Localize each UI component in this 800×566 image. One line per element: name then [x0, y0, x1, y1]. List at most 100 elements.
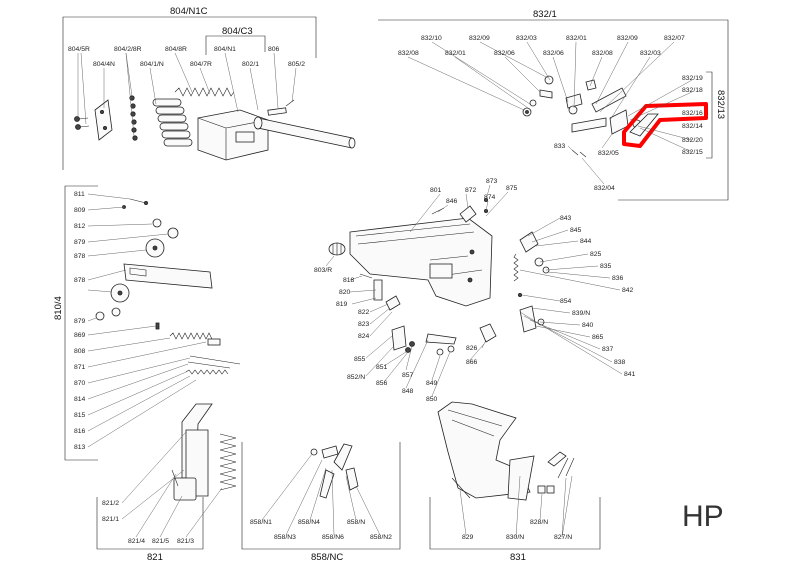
label-832-20: 832/20 [682, 137, 703, 144]
label-821-2: 821/2 [102, 500, 119, 507]
barrel-tube-802-1 [253, 116, 356, 149]
label-816: 816 [74, 428, 86, 435]
label-840: 840 [582, 322, 594, 329]
label-878-b: 878 [74, 277, 86, 284]
label-821-1: 821/1 [102, 516, 119, 523]
label-846: 846 [446, 198, 458, 205]
group-brackets: 804/N1C 804/C3 832/1 832/13 810/4 821 85… [53, 6, 729, 563]
label-803-r: 803/R [314, 267, 332, 274]
label-878-a: 878 [74, 253, 86, 260]
label-826: 826 [466, 345, 478, 352]
label-851: 851 [376, 364, 388, 371]
label-852-n: 852/N [347, 374, 365, 381]
label-829: 829 [462, 534, 474, 541]
label-875: 875 [506, 185, 518, 192]
cylinder-stack-804-1-n [152, 98, 193, 147]
highlighted-part-832-16 [622, 102, 708, 148]
label-812: 812 [74, 223, 86, 230]
group-label-804-n1c: 804/N1C [170, 6, 208, 17]
label-854: 854 [560, 298, 572, 305]
label-825: 825 [590, 251, 602, 258]
label-801: 801 [430, 187, 442, 194]
label-843: 843 [560, 215, 572, 222]
label-832-08-b: 832/08 [592, 50, 613, 57]
group-label-831: 831 [510, 552, 526, 563]
label-815: 815 [74, 412, 86, 419]
label-869: 869 [74, 332, 86, 339]
label-844: 844 [580, 238, 592, 245]
label-802-1: 802/1 [242, 61, 259, 68]
label-804-8r: 804/8R [165, 46, 187, 53]
label-811: 811 [74, 191, 85, 198]
center-small-parts [328, 197, 497, 356]
spring-804-7r [174, 87, 235, 97]
label-832-09-b: 832/09 [617, 35, 638, 42]
label-832-10: 832/10 [421, 35, 442, 42]
label-821-5: 821/5 [152, 538, 169, 545]
label-832-01-a: 832/01 [445, 50, 466, 57]
parts-810-4 [95, 198, 241, 375]
label-804-4n: 804/4N [93, 61, 115, 68]
label-804-1-n: 804/1/N [140, 61, 164, 68]
label-858-n1: 858/N1 [250, 519, 272, 526]
label-814: 814 [74, 396, 86, 403]
label-858-n: 858/N [347, 519, 365, 526]
label-828-n: 828/N [530, 519, 548, 526]
label-873: 873 [486, 178, 498, 185]
label-832-01-b: 832/01 [566, 35, 587, 42]
label-832-19: 832/19 [682, 75, 703, 82]
group-label-821: 821 [147, 552, 163, 563]
label-879-a: 879 [74, 239, 86, 246]
brand-logo: HP [682, 500, 724, 533]
grip-831 [437, 401, 575, 501]
label-823: 823 [358, 321, 370, 328]
group-label-832-1: 832/1 [533, 9, 557, 20]
label-821-3: 821/3 [177, 538, 194, 545]
label-842: 842 [622, 287, 634, 294]
label-836: 836 [612, 275, 624, 282]
label-832-08-a: 832/08 [398, 50, 419, 57]
label-856: 856 [376, 380, 388, 387]
adjuster-parts-832 [522, 75, 642, 158]
label-835: 835 [600, 263, 612, 270]
label-830-n: 830/N [506, 534, 524, 541]
label-805-2: 805/2 [288, 61, 305, 68]
group-label-832-13: 832/13 [715, 90, 726, 119]
label-849: 849 [426, 380, 438, 387]
group-label-858-nc: 858/NC [311, 552, 343, 563]
label-879-b: 879 [74, 318, 86, 325]
label-804-2-8r: 804/2/8R [114, 46, 142, 53]
label-833: 833 [554, 143, 566, 150]
label-837: 837 [602, 346, 614, 353]
label-824: 824 [358, 333, 370, 340]
label-808: 808 [74, 348, 86, 355]
receiver-801 [349, 217, 493, 307]
label-850: 850 [426, 396, 438, 403]
trigger-group-858 [310, 443, 359, 499]
label-841: 841 [624, 371, 636, 378]
label-832-03-a: 832/03 [516, 35, 537, 42]
label-848: 848 [402, 388, 414, 395]
label-809: 809 [74, 207, 86, 214]
label-832-06-a: 832/06 [494, 50, 515, 57]
group-label-810-4: 810/4 [53, 296, 64, 320]
label-813: 813 [74, 444, 86, 451]
label-855: 855 [354, 356, 366, 363]
clip-806 [267, 99, 295, 116]
label-804-7r: 804/7R [190, 61, 212, 68]
screw-pair-804-5r [74, 116, 90, 130]
label-820: 820 [339, 289, 351, 296]
label-804-5r: 804/5R [68, 46, 90, 53]
label-832-09-a: 832/09 [469, 35, 490, 42]
label-832-18: 832/18 [682, 87, 703, 94]
label-870: 870 [74, 380, 86, 387]
label-832-16: 832/16 [682, 110, 703, 117]
group-label-804-c3: 804/C3 [222, 26, 253, 37]
label-874: 874 [484, 194, 496, 201]
label-866: 866 [466, 359, 478, 366]
label-832-05: 832/05 [598, 150, 619, 157]
label-832-03-b: 832/03 [640, 50, 661, 57]
label-857: 857 [402, 372, 414, 379]
leader-lines [77, 41, 693, 538]
